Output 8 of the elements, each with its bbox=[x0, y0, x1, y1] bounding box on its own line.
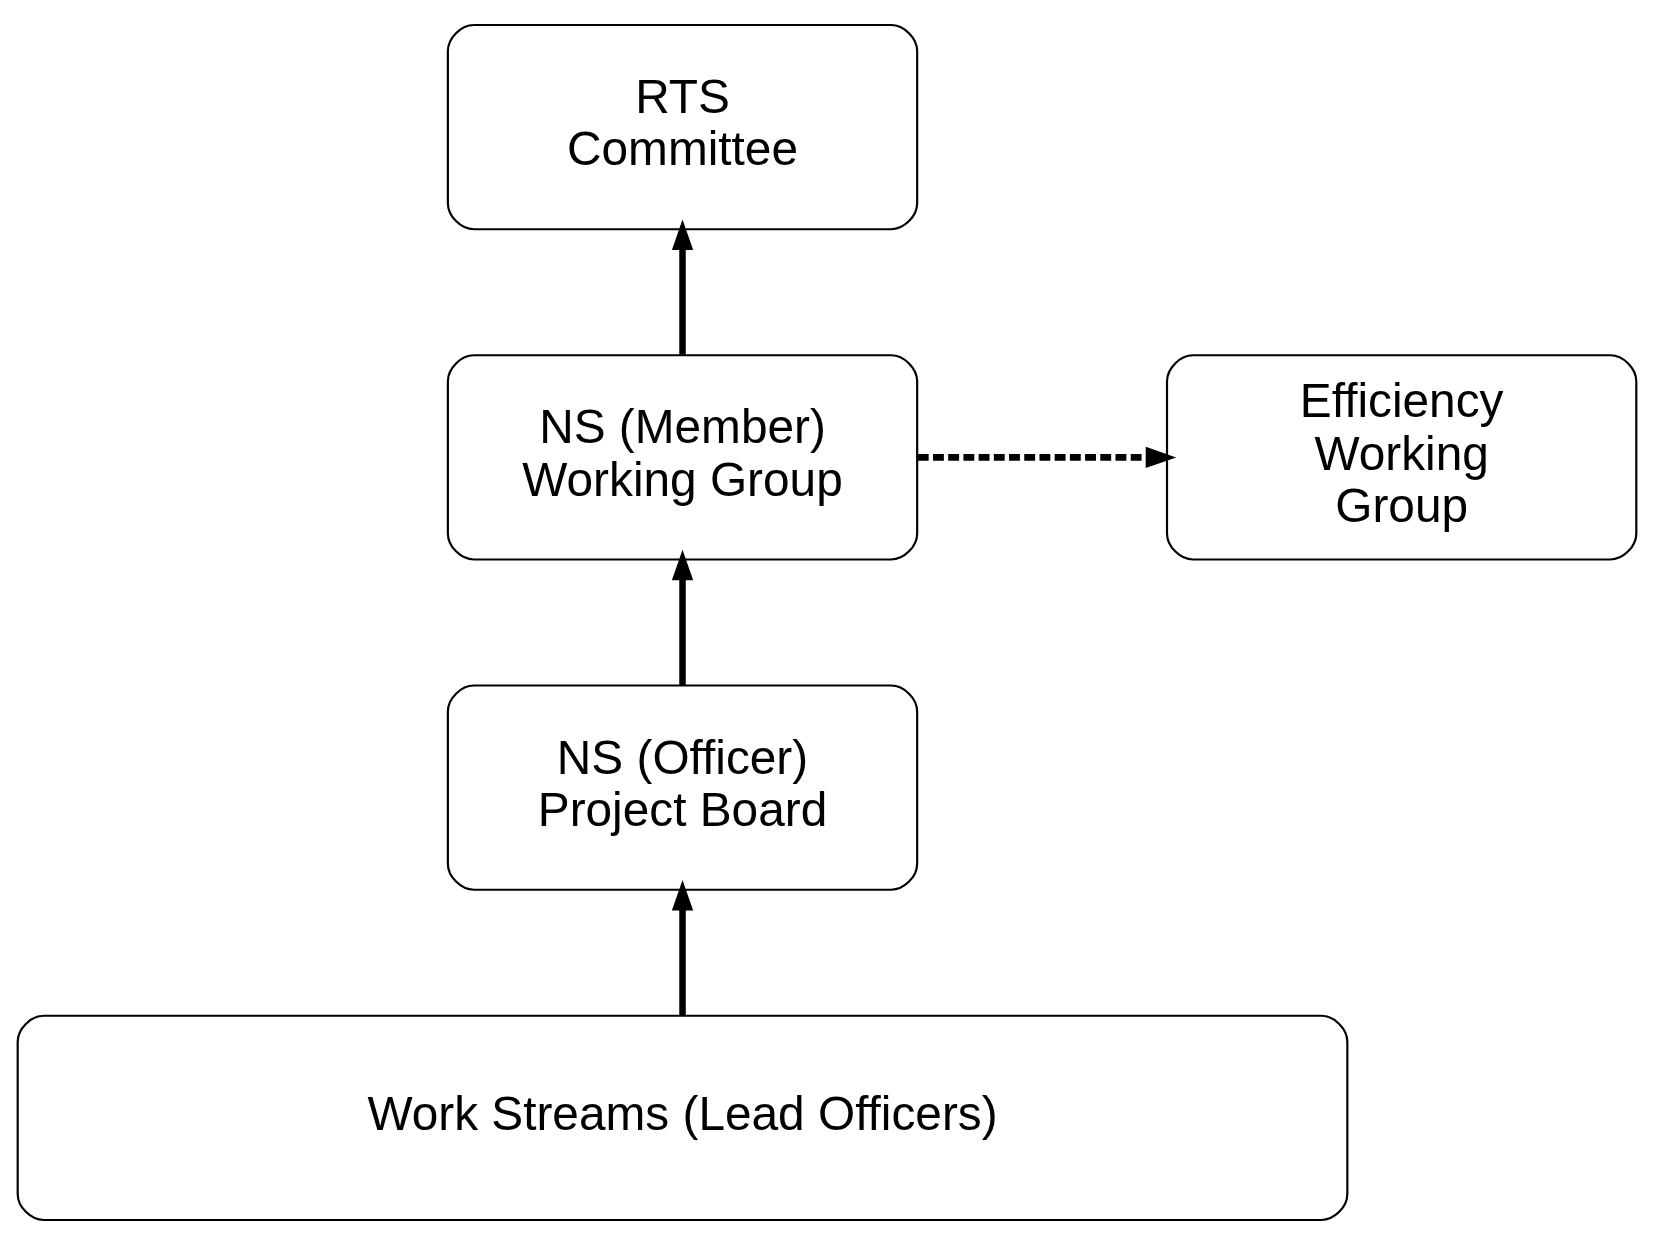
node-box: NS (Member) Working Group bbox=[446, 354, 918, 561]
node-box: NS (Officer) Project Board bbox=[446, 684, 918, 891]
arrow bbox=[671, 549, 693, 685]
node-box: Work Streams (Lead Officers) bbox=[16, 1014, 1348, 1222]
node-box: RTS Committee bbox=[446, 23, 918, 231]
arrow bbox=[671, 880, 693, 1016]
arrow bbox=[917, 446, 1176, 469]
node-box: Efficiency Working Group bbox=[1165, 354, 1637, 561]
